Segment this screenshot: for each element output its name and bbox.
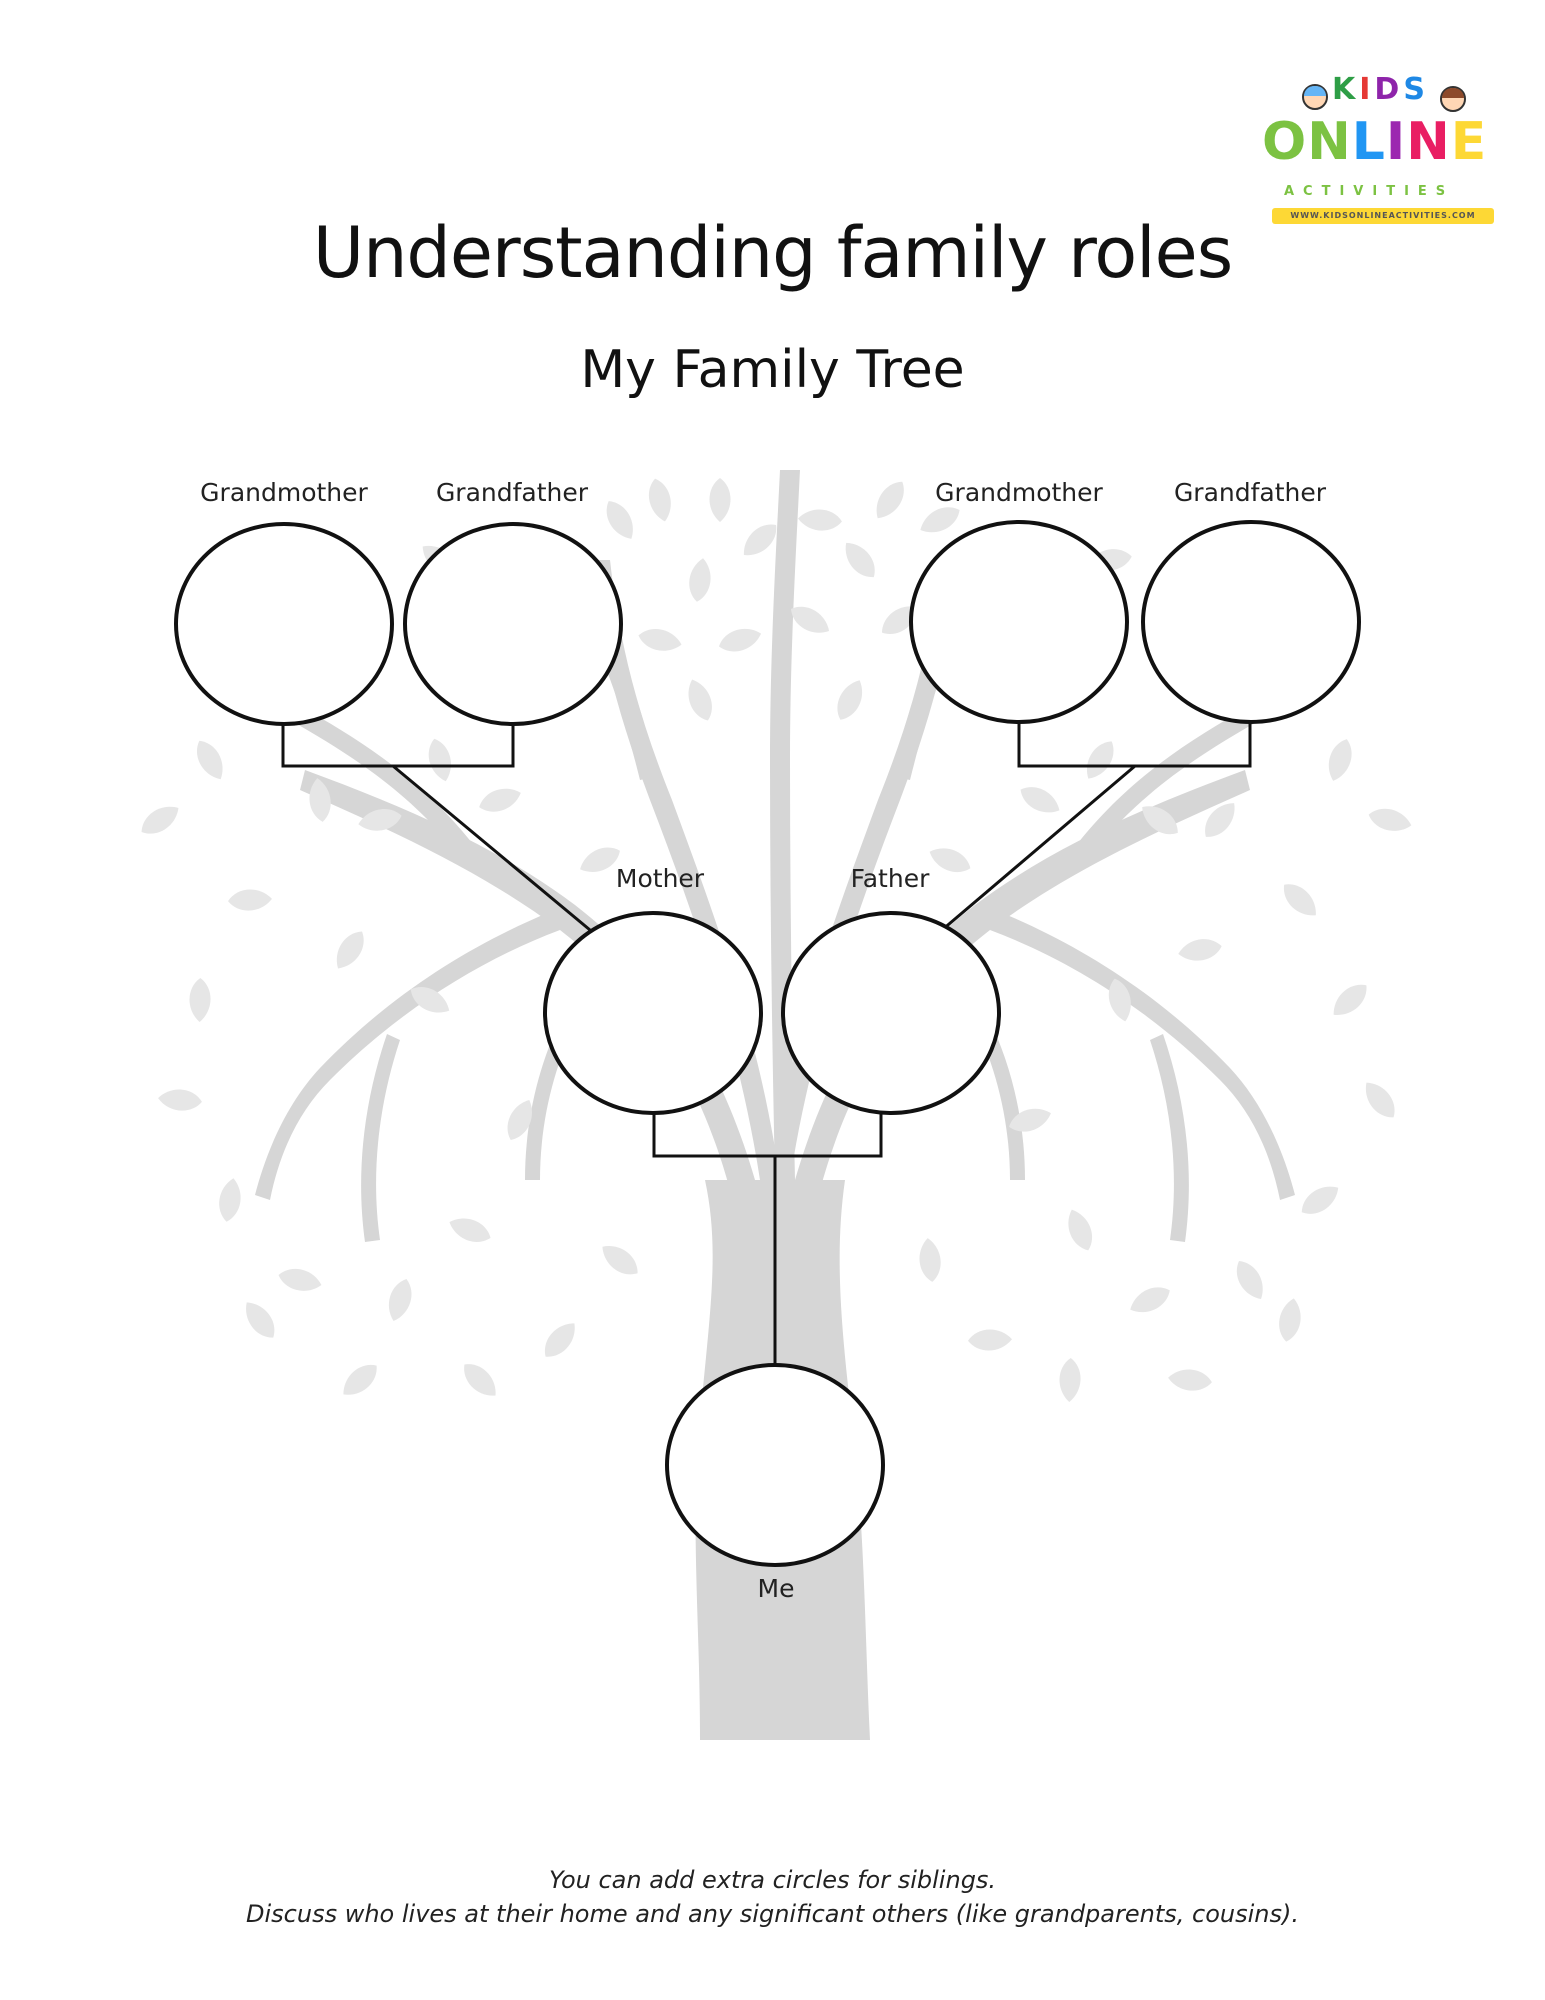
label-grandfather-left: Grandfather	[435, 478, 589, 507]
instruction-line-1: You can add extra circles for siblings.	[548, 1866, 997, 1894]
leaf-shape	[845, 542, 875, 578]
left-grandparents-connector	[281, 720, 515, 768]
leaf-shape	[798, 509, 842, 531]
leaf-shape	[1108, 978, 1131, 1022]
leaf-shape	[1168, 1369, 1212, 1391]
label-mother: Mother	[615, 864, 705, 893]
logo-activities-text: ACTIVITIES	[1284, 184, 1455, 199]
logo-url-text: WWW.KIDSONLINEACTIVITIES.COM	[1272, 208, 1494, 224]
page-subtitle: My Family Tree	[580, 340, 965, 400]
logo-online-text: ONLINE	[1262, 112, 1488, 172]
leaf-shape	[1279, 1298, 1301, 1342]
logo-kids-text: KIDS	[1332, 72, 1429, 107]
leaf-shape	[718, 628, 762, 652]
leaf-shape	[1020, 787, 1060, 813]
leaf-shape	[648, 478, 671, 522]
leaf-shape	[790, 606, 830, 633]
label-me: Me	[757, 1574, 795, 1603]
leaf-shape	[881, 606, 919, 634]
label-grandmother-right: Grandmother	[935, 478, 1103, 507]
leaf-shape	[606, 501, 633, 539]
member-circles	[174, 520, 1361, 1567]
left-grandparents-to-mother-line	[392, 764, 591, 932]
leaf-shape	[743, 524, 777, 556]
leaf-shape	[544, 1323, 575, 1357]
tree-connector-lines	[281, 720, 1252, 1364]
leaf-shape	[1205, 803, 1235, 837]
leaf-shape	[1284, 884, 1316, 916]
parents-connector	[652, 1112, 883, 1158]
grandmother-left-circle	[174, 522, 394, 726]
leaf-shape	[1142, 806, 1178, 835]
leaf-shape	[309, 778, 331, 822]
leaf-shape	[479, 788, 521, 812]
leaf-shape	[689, 558, 711, 602]
leaf-shape	[1130, 1287, 1170, 1313]
leaf-shape	[1068, 1209, 1093, 1251]
grandfather-left-circle	[403, 522, 623, 726]
leaf-shape	[388, 1278, 412, 1322]
leaf-shape	[410, 987, 450, 1013]
kid-boy-icon	[1302, 84, 1328, 110]
father-circle	[781, 911, 1001, 1115]
leaf-shape	[219, 1178, 241, 1222]
leaf-shape	[920, 507, 960, 533]
leaf-shape	[876, 481, 904, 519]
me-circle	[665, 1363, 885, 1567]
leaf-shape	[1301, 1186, 1339, 1214]
mother-circle	[543, 911, 763, 1115]
leaf-shape	[638, 628, 682, 651]
leaf-shape	[246, 1302, 275, 1338]
leaf-shape	[929, 848, 971, 873]
label-father: Father	[850, 864, 930, 893]
kid-girl-icon	[1440, 86, 1466, 112]
leaf-shape	[1059, 1358, 1081, 1402]
leaf-shape	[1087, 741, 1114, 779]
leaf-shape	[1368, 808, 1412, 831]
leaf-shape	[507, 1100, 532, 1140]
leaf-shape	[837, 680, 863, 720]
leaf-shape	[602, 1246, 638, 1275]
leaf-shape	[688, 679, 712, 721]
leaf-shape	[1009, 1108, 1051, 1132]
leaf-shape	[141, 806, 179, 834]
leaf-shape	[278, 1268, 322, 1291]
kids-online-activities-logo: KIDS ONLINE ACTIVITIES WWW.KIDSONLINEACT…	[1262, 72, 1502, 232]
page-title: Understanding family roles	[312, 212, 1233, 294]
leaf-shape	[336, 931, 364, 969]
leaf-shape	[464, 1364, 496, 1396]
leaf-shape	[1333, 984, 1367, 1015]
grandfather-right-circle	[1141, 520, 1361, 724]
leaf-shape	[189, 978, 211, 1022]
leaf-shape	[1328, 739, 1352, 781]
leaf-shape	[449, 1218, 491, 1242]
leaf-shape	[1178, 939, 1222, 961]
leaf-shape	[358, 809, 402, 831]
leaf-shape	[343, 1364, 377, 1395]
right-grandparents-to-father-line	[941, 764, 1136, 932]
label-grandmother-left: Grandmother	[200, 478, 368, 507]
leaf-shape	[197, 740, 223, 780]
leaf-shape	[968, 1329, 1012, 1351]
label-grandfather-right: Grandfather	[1173, 478, 1327, 507]
leaf-shape	[919, 1238, 941, 1282]
leaf-shape	[580, 847, 620, 872]
leaf-shape	[428, 738, 451, 782]
leaf-shape	[709, 478, 731, 522]
grandmother-right-circle	[909, 520, 1129, 724]
instruction-line-2: Discuss who lives at their home and any …	[246, 1900, 1299, 1928]
leaf-shape	[1236, 1260, 1263, 1300]
leaf-shape	[1365, 1082, 1395, 1118]
leaf-shape	[158, 1089, 202, 1111]
leaf-shape	[228, 889, 272, 911]
